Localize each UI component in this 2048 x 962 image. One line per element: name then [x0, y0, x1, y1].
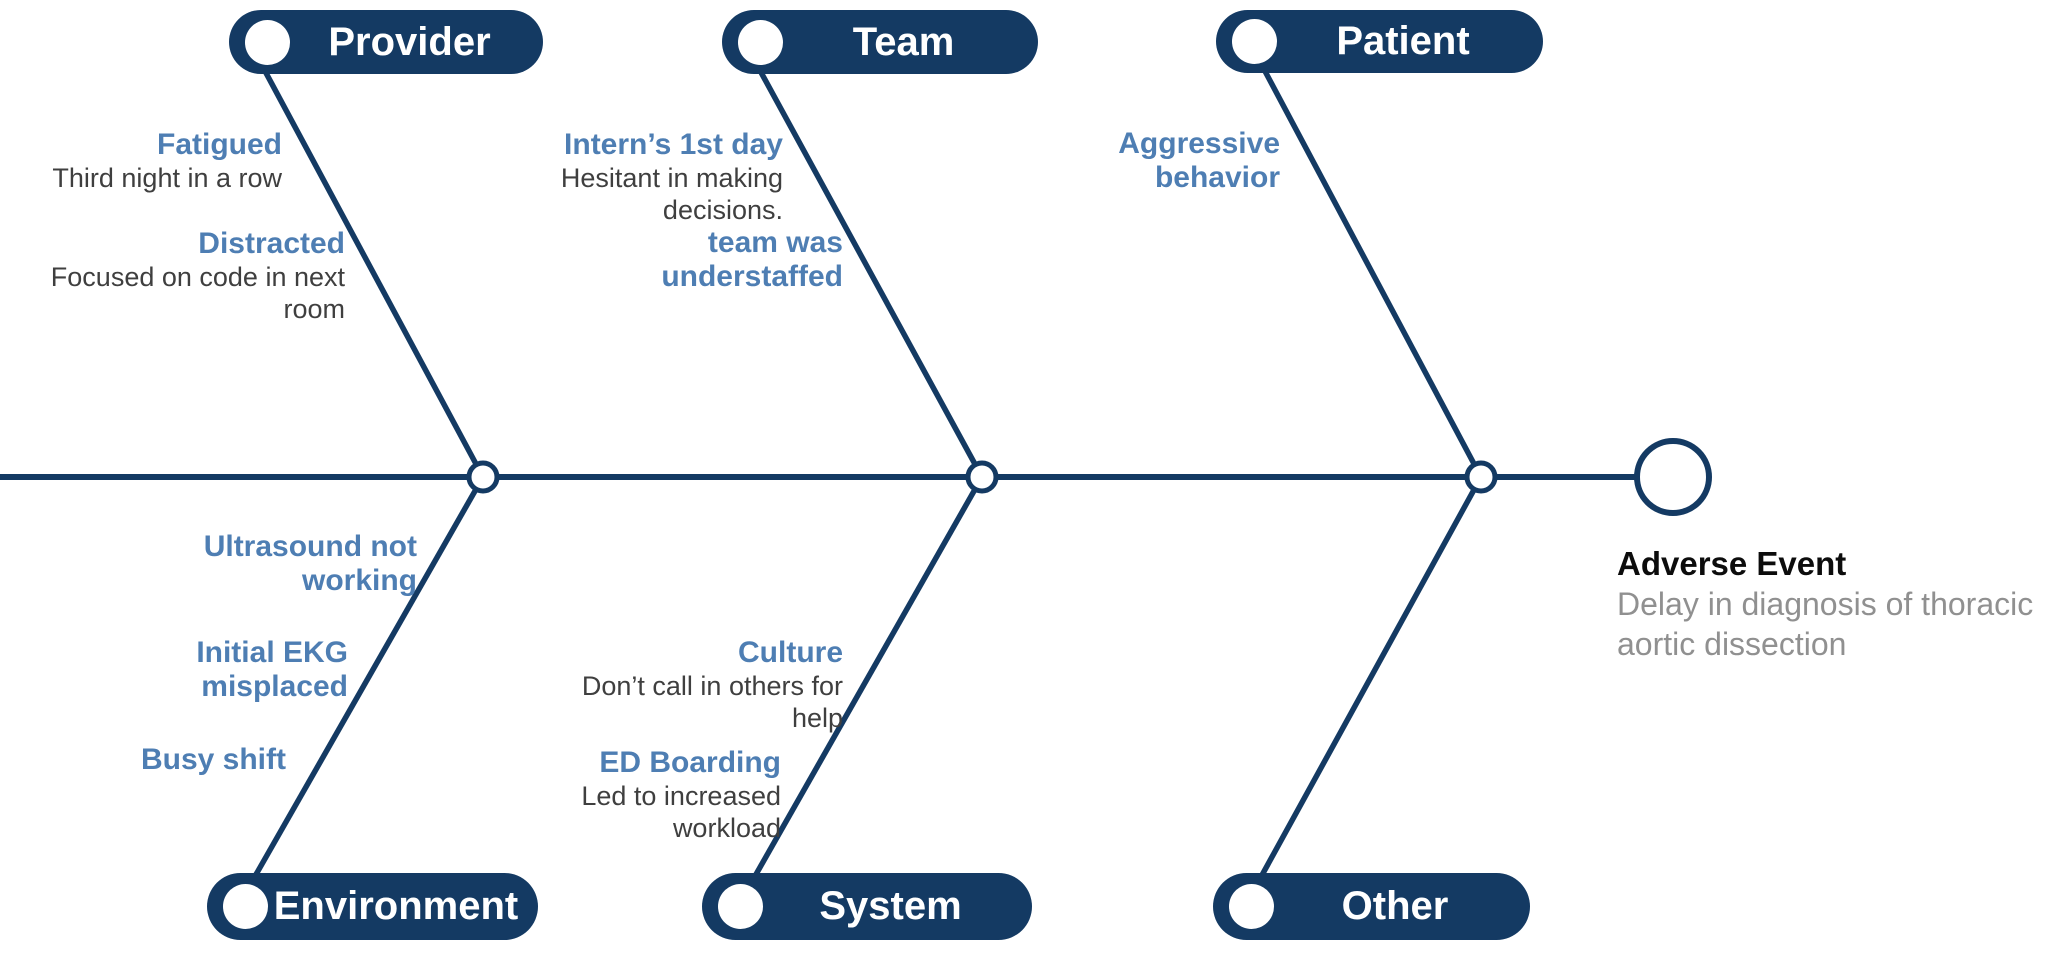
junction-circle-3 [1464, 460, 1498, 494]
branch-provider-line [248, 43, 486, 479]
cause-detail: Hesitant in making decisions. [560, 163, 783, 225]
cause-environment-busy-shift: Busy shift [46, 743, 286, 777]
effect-head-circle [1634, 438, 1712, 516]
category-label-team: Team [852, 19, 955, 64]
pill-dot-icon [1229, 884, 1274, 929]
junction-circle-1 [466, 460, 500, 494]
pill-dot-icon [223, 884, 268, 929]
cause-title: Initial EKG misplaced [196, 636, 348, 703]
cause-team-interns-first-day: Intern’s 1st day Hesitant in making deci… [547, 128, 783, 226]
category-pill-environment: Environment [207, 873, 538, 940]
pill-dot-icon [718, 884, 763, 929]
category-pill-patient: Patient [1216, 10, 1543, 73]
category-label-other: Other [1341, 884, 1449, 928]
cause-provider-fatigued: Fatigued Third night in a row [0, 128, 282, 194]
cause-title: Culture [738, 636, 843, 669]
category-label-environment: Environment [273, 884, 519, 928]
cause-title: Aggressive behavior [1118, 127, 1280, 194]
branch-environment-line [235, 475, 486, 908]
cause-title: Busy shift [140, 743, 286, 776]
cause-system-culture: Culture Don’t call in others for help [547, 636, 843, 734]
cause-title: Ultrasound not working [203, 530, 417, 597]
cause-provider-distracted: Distracted Focused on code in next room [45, 227, 345, 325]
category-pill-other: Other [1213, 873, 1530, 940]
cause-title: ED Boarding [599, 746, 781, 779]
cause-detail: Don’t call in others for help [581, 671, 843, 733]
cause-title: team was understaffed [661, 226, 843, 293]
cause-title: Intern’s 1st day [564, 128, 783, 161]
cause-team-understaffed: team was understaffed [643, 226, 843, 294]
cause-detail: Third night in a row [52, 163, 282, 193]
cause-title: Fatigued [157, 128, 282, 161]
adverse-event-label: Adverse Event Delay in diagnosis of thor… [1617, 544, 2041, 664]
pill-dot-icon [738, 19, 783, 65]
category-label-patient: Patient [1336, 19, 1470, 63]
cause-system-ed-boarding: ED Boarding Led to increased workload [569, 746, 781, 844]
branch-other-line [1242, 475, 1484, 908]
cause-patient-aggressive-behavior: Aggressive behavior [1100, 127, 1280, 195]
adverse-event-description: Delay in diagnosis of thoracic aortic di… [1617, 586, 2034, 662]
category-pill-provider: Provider [229, 10, 543, 74]
pill-dot-icon [245, 19, 290, 65]
branch-system-line [735, 475, 985, 908]
branch-team-line [742, 41, 985, 479]
branch-patient-line [1247, 41, 1484, 479]
category-pill-team: Team [722, 10, 1038, 74]
adverse-event-title: Adverse Event [1617, 545, 1847, 582]
cause-environment-ultrasound: Ultrasound not working [177, 530, 417, 598]
junction-circle-2 [965, 460, 999, 494]
cause-environment-ekg: Initial EKG misplaced [170, 636, 348, 704]
cause-detail: Led to increased workload [581, 781, 781, 843]
cause-title: Distracted [198, 227, 345, 260]
category-label-system: System [819, 884, 962, 928]
pill-dot-icon [1232, 19, 1277, 64]
cause-detail: Focused on code in next room [50, 262, 345, 324]
category-pill-system: System [702, 873, 1032, 940]
category-label-provider: Provider [328, 19, 491, 64]
